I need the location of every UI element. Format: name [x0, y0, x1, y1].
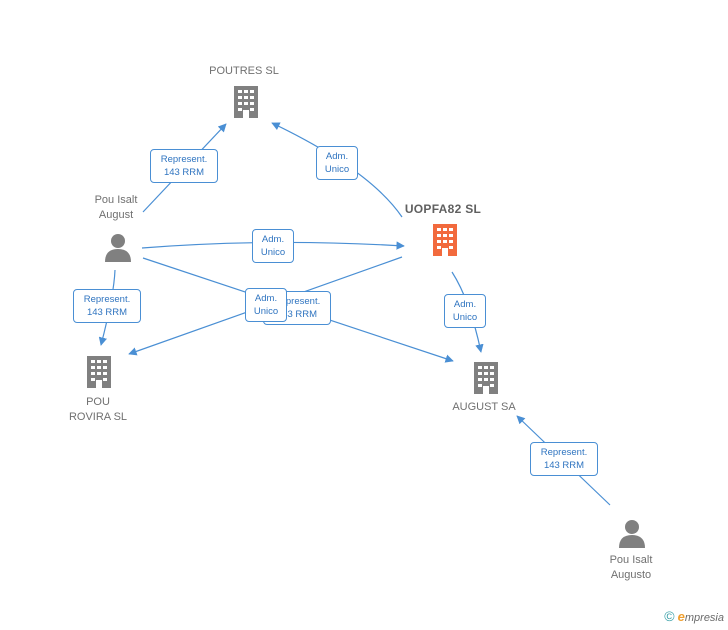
- node-poutres[interactable]: [232, 85, 260, 124]
- relation-label-r8[interactable]: Represent. 143 RRM: [530, 442, 598, 476]
- node-label-uopfa82[interactable]: UOPFA82 SL: [405, 202, 481, 217]
- relation-label-r6[interactable]: Adm. Unico: [245, 288, 287, 322]
- person-icon: [105, 234, 131, 262]
- node-august-sa[interactable]: [472, 361, 500, 400]
- relation-label-r7[interactable]: Adm. Unico: [444, 294, 486, 328]
- building-icon: [433, 224, 457, 256]
- relation-label-r2[interactable]: Adm. Unico: [316, 146, 358, 180]
- brand-name: mpresia: [684, 612, 724, 624]
- node-label-line: August: [98, 209, 134, 221]
- node-label-august-sa[interactable]: AUGUST SA: [452, 400, 515, 415]
- relation-label-line: 143 RRM: [276, 309, 318, 320]
- relation-label-line: Represent.: [273, 296, 321, 307]
- copyright-symbol: ©: [664, 608, 675, 624]
- building-icon: [474, 362, 498, 394]
- relation-label-line: Unico: [452, 312, 478, 323]
- relation-label-line: Unico: [253, 306, 279, 317]
- relation-label-line: Unico: [260, 247, 286, 258]
- node-pou-rovira[interactable]: [85, 355, 113, 394]
- relation-label-line: 143 RRM: [86, 307, 128, 318]
- node-label-line: Augusto: [610, 569, 652, 581]
- relation-label-r4[interactable]: Represent. 143 RRM: [73, 289, 141, 323]
- brand-initial: e: [677, 609, 685, 624]
- node-pou-isalt-augusto[interactable]: [617, 518, 647, 553]
- relation-label-line: Represent.: [83, 294, 131, 305]
- relation-label-r3[interactable]: Adm. Unico: [252, 229, 294, 263]
- node-label-line: ROVIRA SL: [68, 411, 128, 423]
- relation-label-line: Adm.: [453, 299, 477, 310]
- node-label-line: UOPFA82 SL: [404, 202, 482, 216]
- node-label-pou-rovira[interactable]: POU ROVIRA SL: [69, 395, 127, 425]
- relation-label-line: Adm.: [325, 151, 349, 162]
- node-label-line: POU: [86, 396, 110, 408]
- relation-label-line: 143 RRM: [543, 460, 585, 471]
- node-label-line: POUTRES SL: [209, 65, 279, 77]
- brand-footer: © empresia: [664, 608, 724, 624]
- relation-label-line: Unico: [324, 164, 350, 175]
- relation-label-line: Represent.: [160, 154, 208, 165]
- relation-label-r1[interactable]: Represent. 143 RRM: [150, 149, 218, 183]
- relation-label-line: Adm.: [254, 293, 278, 304]
- person-icon: [619, 520, 645, 548]
- relation-label-line: 143 RRM: [163, 167, 205, 178]
- building-icon: [87, 356, 111, 388]
- node-uopfa82[interactable]: [431, 223, 459, 262]
- relation-label-line: Adm.: [261, 234, 285, 245]
- building-icon: [234, 86, 258, 118]
- node-pou-isalt-august[interactable]: [103, 232, 133, 267]
- node-label-line: AUGUST SA: [452, 401, 516, 413]
- relation-label-line: Represent.: [540, 447, 588, 458]
- node-label-poutres[interactable]: POUTRES SL: [209, 64, 279, 79]
- node-label-line: Pou Isalt: [609, 554, 653, 566]
- node-label-line: Pou Isalt: [94, 194, 138, 206]
